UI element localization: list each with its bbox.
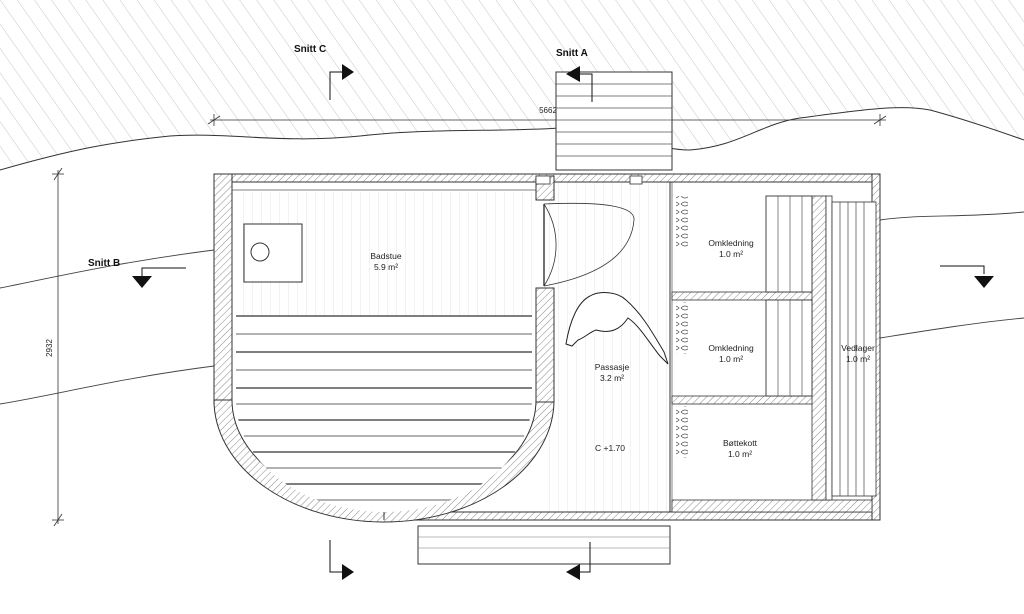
stove xyxy=(243,223,303,283)
terrain-line-left-2 xyxy=(0,365,215,405)
stove-rocks-icon xyxy=(250,242,270,262)
room-badstue: Badstue 5.9 m² xyxy=(370,251,401,272)
dimension-width: 5662 xyxy=(207,106,887,126)
room-passasje-area: 3.2 m² xyxy=(600,373,624,383)
room-badstue-area: 5.9 m² xyxy=(374,262,398,272)
coat-hooks-3 xyxy=(676,406,688,458)
section-b-label: Snitt B xyxy=(88,258,120,269)
dimension-width-label: 5662 xyxy=(539,106,557,115)
level-mark: C +1.70 xyxy=(595,443,625,453)
room-omkledning-1-area: 1.0 m² xyxy=(719,249,743,259)
room-bottekott: Bøttekott 1.0 m² xyxy=(723,438,758,459)
coat-hooks-1 xyxy=(676,196,688,248)
section-marker-a-bottom xyxy=(566,542,591,580)
room-passasje-name: Passasje xyxy=(595,362,630,372)
terrain-line-right-2 xyxy=(879,317,1024,339)
entry-steps-top xyxy=(555,71,673,171)
section-marker-c: Snitt C xyxy=(294,44,354,100)
section-marker-c-bottom xyxy=(329,540,354,580)
section-marker-b-left: Snitt B xyxy=(88,258,186,288)
section-marker-a: Snitt A xyxy=(556,48,593,102)
building xyxy=(213,173,881,523)
terrain-line-right-1 xyxy=(879,211,1024,221)
terrain-hatch-top xyxy=(0,0,1024,170)
room-badstue-name: Badstue xyxy=(370,251,401,261)
section-a-label: Snitt A xyxy=(556,48,588,59)
room-omkledning-1: Omkledning 1.0 m² xyxy=(708,238,754,259)
room-omkledning-2: Omkledning 1.0 m² xyxy=(708,343,754,364)
room-vedlager-name: Vedlager xyxy=(841,343,875,353)
coat-hooks-2 xyxy=(676,302,688,354)
section-marker-b-right xyxy=(940,265,994,288)
dimension-depth-label: 2932 xyxy=(45,339,54,357)
sauna-door xyxy=(543,202,635,287)
room-omkledning-1-name: Omkledning xyxy=(708,238,754,248)
room-omkledning-2-name: Omkledning xyxy=(708,343,754,353)
sauna-benches xyxy=(236,315,532,512)
section-c-label: Snitt C xyxy=(294,44,326,55)
room-vedlager-area: 1.0 m² xyxy=(846,354,870,364)
room-vedlager: Vedlager 1.0 m² xyxy=(841,343,875,364)
room-bottekott-name: Bøttekott xyxy=(723,438,758,448)
person-figure xyxy=(565,292,669,365)
terrain-line-left-1 xyxy=(0,249,215,289)
entry-steps-bottom xyxy=(417,525,671,565)
room-bottekott-area: 1.0 m² xyxy=(728,449,752,459)
room-omkledning-2-area: 1.0 m² xyxy=(719,354,743,364)
dimension-depth: 2932 xyxy=(45,167,64,527)
room-passasje: Passasje 3.2 m² xyxy=(595,362,630,383)
